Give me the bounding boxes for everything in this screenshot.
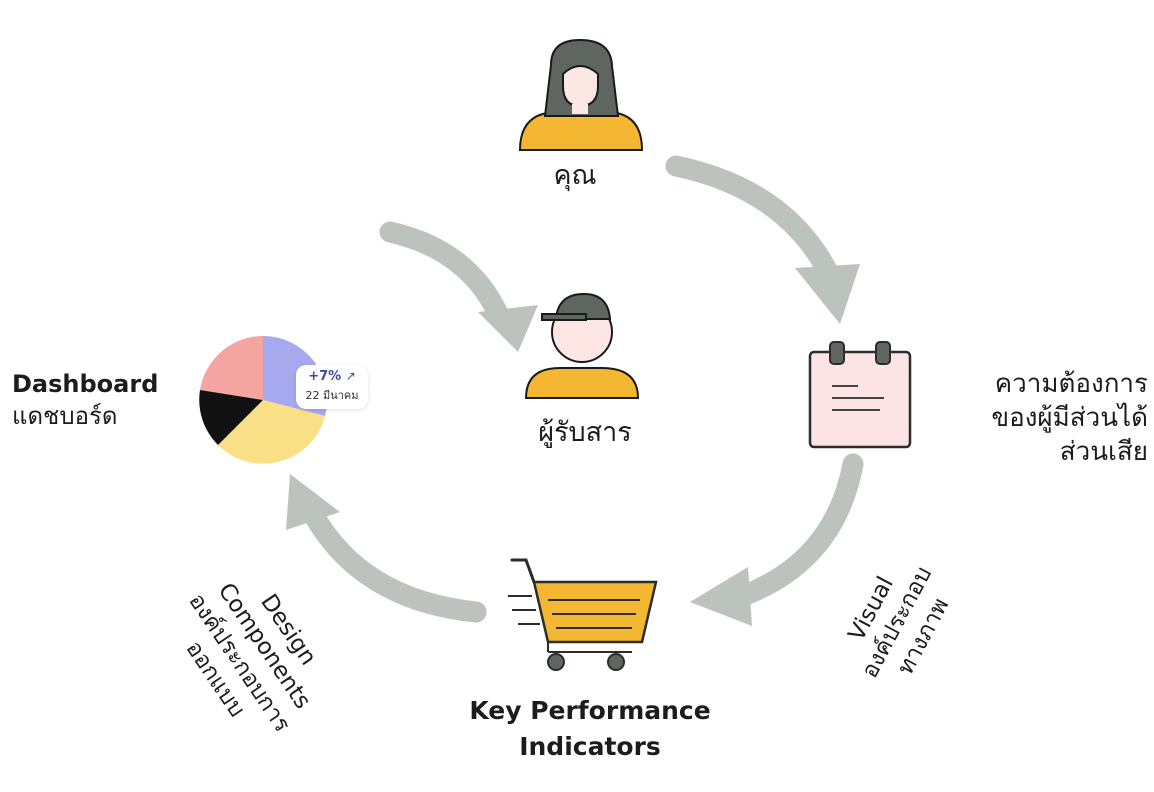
trend-up-icon: ↗: [345, 369, 356, 383]
woman-icon: [518, 38, 644, 151]
arrow-to-audience: [379, 221, 511, 329]
node-dashboard-label: Dashboard แดชบอร์ด: [12, 368, 158, 433]
arrow-heads: [286, 264, 860, 626]
clipboard-icon: [808, 341, 912, 449]
arrow-needs-to-kpi: [734, 453, 864, 606]
dashboard-kpi-badge: +7% ↗ 22 มีนาคม: [296, 365, 368, 409]
needs-line-1: ความต้องการ: [994, 369, 1148, 399]
arrow-kpi-to-dashboard: [301, 501, 487, 623]
cycle-arrows: [301, 155, 864, 623]
needs-line-3: ส่วนเสีย: [1059, 436, 1148, 467]
pie-slice-black: [199, 390, 263, 445]
shopping-cart-icon: [508, 558, 658, 671]
pie-slice-yellow: [218, 400, 325, 464]
dashboard-label-th: แดชบอร์ด: [12, 402, 118, 431]
arrow-you-to-needs: [665, 155, 843, 291]
pie-slice-pink: [200, 336, 263, 400]
node-kpi-label: Key Performance Indicators: [440, 693, 740, 766]
node-you-label: คุณ: [553, 160, 597, 191]
dashboard-label-en: Dashboard: [12, 370, 159, 398]
kpi-line-1: Key Performance: [469, 696, 711, 725]
arrowhead-kpi: [690, 567, 752, 626]
arrowhead-audience: [478, 305, 538, 352]
badge-change-value: +7%: [308, 369, 342, 384]
badge-change: +7% ↗: [296, 369, 368, 384]
node-audience-label: ผู้รับสาร: [538, 417, 632, 448]
arrowhead-dashboard: [286, 474, 340, 530]
capped-person-icon: [524, 292, 640, 399]
arrowhead-needs: [795, 264, 860, 324]
needs-line-2: ของผู้มีส่วนได้: [991, 402, 1148, 433]
kpi-line-2: Indicators: [519, 732, 661, 762]
node-stakeholder-needs-label: ความต้องการ ของผู้มีส่วนได้ ส่วนเสีย: [918, 368, 1148, 469]
badge-date: 22 มีนาคม: [305, 389, 359, 402]
